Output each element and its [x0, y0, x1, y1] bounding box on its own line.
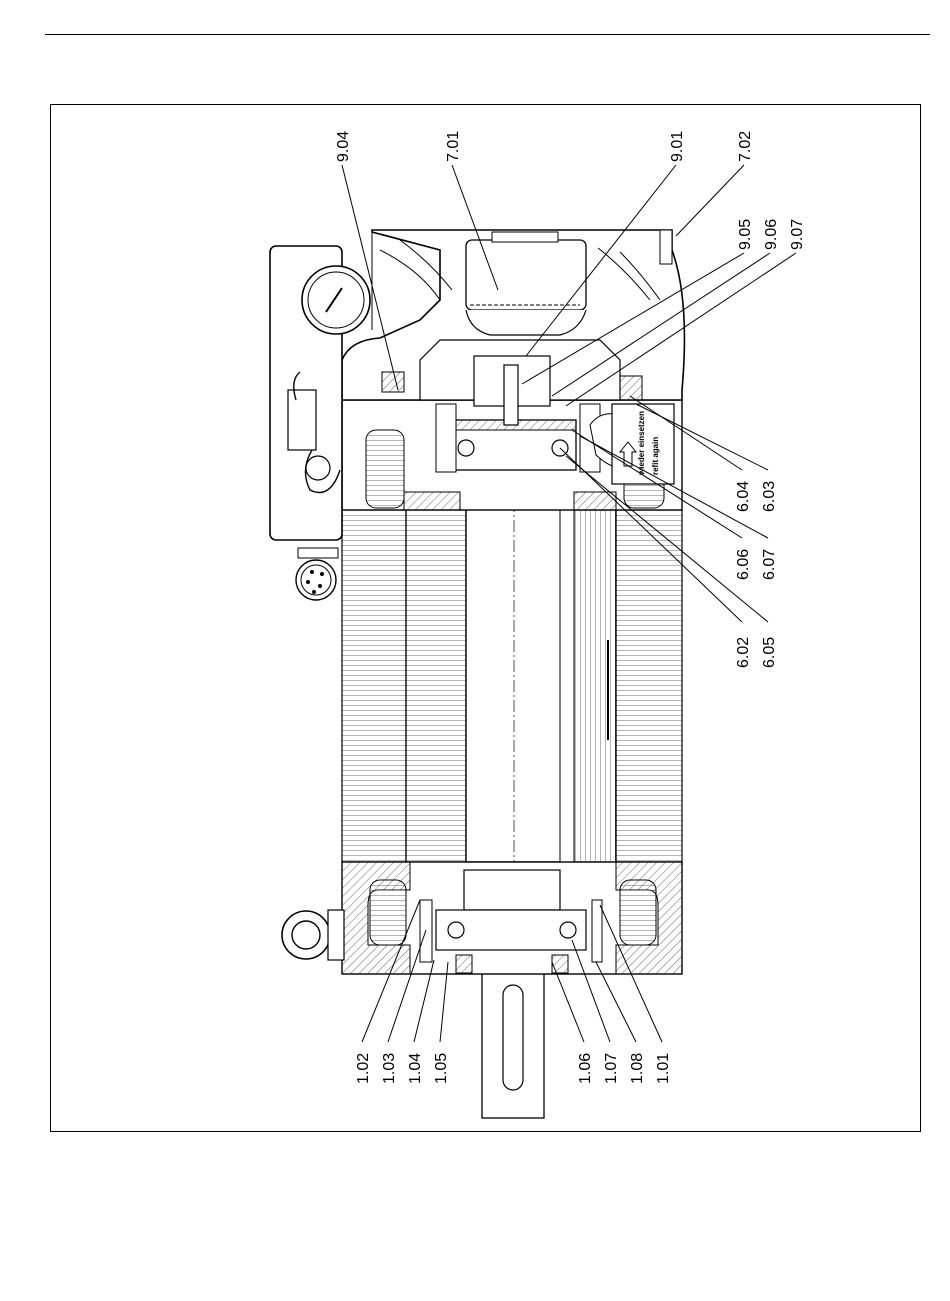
callout-6-07: 6.07 — [761, 549, 778, 580]
callout-1-05: 1.05 — [433, 1053, 450, 1084]
callout-9-04: 9.04 — [335, 131, 352, 162]
callout-1-02: 1.02 — [355, 1053, 372, 1084]
callout-1-04: 1.04 — [407, 1053, 424, 1084]
callout-9-06: 9.06 — [763, 219, 780, 250]
callouts-right: 6.04 6.03 6.06 6.07 6.02 6.05 — [735, 481, 778, 668]
callout-6-06: 6.06 — [735, 549, 752, 580]
refit-label-german: wieder einsetzen — [637, 411, 646, 476]
callout-1-03: 1.03 — [381, 1053, 398, 1084]
drive-end-shield — [342, 862, 682, 974]
connector-plug — [296, 548, 338, 600]
callout-6-02: 6.02 — [735, 637, 752, 668]
callout-1-06: 1.06 — [577, 1053, 594, 1084]
callout-6-03: 6.03 — [761, 481, 778, 512]
callout-7-01: 7.01 — [445, 131, 462, 162]
lifting-eye — [282, 910, 344, 960]
callout-1-07: 1.07 — [603, 1053, 620, 1084]
callout-7-02: 7.02 — [737, 131, 754, 162]
callout-9-01: 9.01 — [669, 131, 686, 162]
callout-1-08: 1.08 — [629, 1053, 646, 1084]
rotor-shaft — [466, 440, 574, 1118]
callout-1-01: 1.01 — [655, 1053, 672, 1084]
callout-6-04: 6.04 — [735, 481, 752, 512]
fan-cowl — [342, 230, 684, 425]
callout-9-07: 9.07 — [789, 219, 806, 250]
callout-9-05: 9.05 — [737, 219, 754, 250]
callout-6-05: 6.05 — [761, 637, 778, 668]
refit-label-english: refit again — [651, 437, 660, 475]
